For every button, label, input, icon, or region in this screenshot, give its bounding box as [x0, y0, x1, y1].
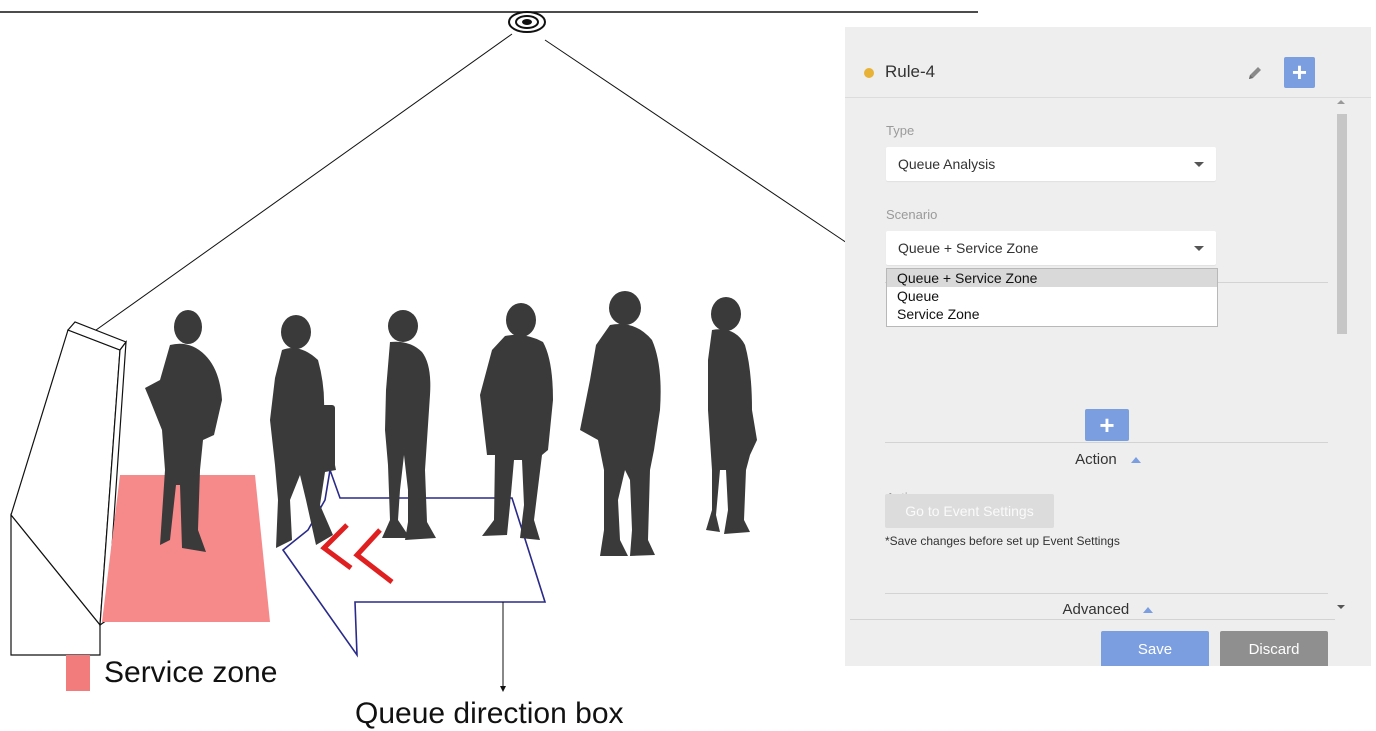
type-select-value: Queue Analysis [898, 156, 996, 172]
scenario-dropdown: Queue + Service Zone Queue Service Zone [886, 268, 1218, 327]
person-silhouette [270, 315, 336, 548]
add-rule-button[interactable]: + [1284, 57, 1315, 88]
scenario-option[interactable]: Queue + Service Zone [887, 269, 1217, 287]
scenario-label: Scenario [886, 207, 938, 222]
chevron-down-icon [1194, 246, 1204, 251]
divider [885, 593, 1328, 594]
queue-direction-arrow [353, 528, 394, 584]
advanced-section-toggle[interactable]: Advanced [845, 601, 1371, 618]
scenario-select[interactable]: Queue + Service Zone [886, 231, 1216, 265]
scenario-option[interactable]: Service Zone [897, 306, 980, 322]
scrollbar-thumb[interactable] [1337, 114, 1347, 334]
legend: Service zone [66, 655, 277, 691]
person-silhouette [706, 297, 757, 534]
legend-label: Service zone [104, 656, 278, 689]
scroll-down-icon[interactable] [1337, 605, 1345, 609]
person-silhouette [480, 303, 553, 540]
person-silhouette [580, 291, 661, 556]
action-section-toggle[interactable]: Action [845, 451, 1371, 468]
save-button[interactable]: Save [1101, 631, 1209, 666]
rule-header: Rule-4 + [845, 27, 1371, 98]
scenario-option[interactable]: Queue [897, 288, 940, 304]
fov-line-right [544, 39, 851, 246]
person-silhouette [382, 310, 436, 540]
type-select[interactable]: Queue Analysis [886, 147, 1216, 181]
people-silhouettes [145, 291, 757, 556]
pencil-icon[interactable] [1245, 63, 1265, 83]
rule-title: Rule-4 [885, 62, 936, 81]
fisheye-camera-icon [508, 11, 546, 33]
status-dot [864, 68, 874, 78]
action-section-title: Action [1075, 451, 1117, 468]
plus-icon: + [1099, 410, 1115, 440]
advanced-section-title: Advanced [1062, 601, 1130, 618]
discard-button[interactable]: Discard [1220, 631, 1328, 666]
scrollbar[interactable] [1334, 98, 1350, 618]
footer-divider [850, 619, 1335, 620]
person-silhouette [145, 310, 222, 552]
service-counter [10, 321, 127, 656]
fov-line-left [74, 33, 513, 346]
plus-icon: + [1291, 57, 1308, 87]
queue-direction-label: Queue direction box [355, 697, 624, 730]
scenario-select-value: Queue + Service Zone [898, 240, 1039, 256]
go-to-event-settings-button[interactable]: Go to Event Settings [885, 494, 1054, 528]
divider [885, 442, 1328, 443]
queue-direction-arrow [320, 523, 353, 571]
scroll-up-icon[interactable] [1337, 100, 1345, 104]
type-label: Type [886, 123, 915, 138]
add-area-button[interactable]: + [1085, 409, 1129, 441]
chevron-up-icon [1130, 457, 1141, 464]
label-pointer-arrowhead [500, 686, 506, 692]
chevron-down-icon [1194, 162, 1204, 167]
legend-swatch [66, 655, 90, 691]
chevron-up-icon [1143, 607, 1154, 614]
event-settings-note: *Save changes before set up Event Settin… [885, 534, 1120, 548]
rule-settings-panel: Rule-4 + Type Queue Analysis Scenario Qu… [845, 27, 1371, 666]
